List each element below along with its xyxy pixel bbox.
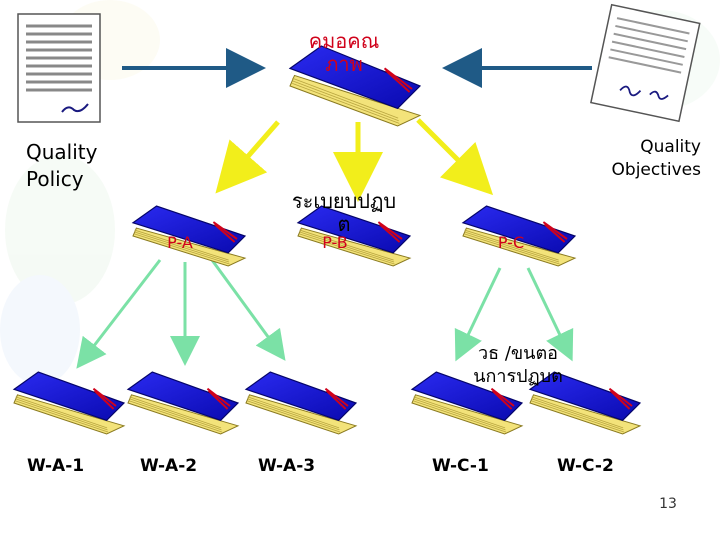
work-instruction-label-wc1: W-C-1 [432,456,489,476]
page-number: 13 [659,496,677,512]
work-instruction-label-wc2: W-C-2 [557,456,614,476]
procedure-book-icon-pb [296,205,412,267]
work-instruction-book-icon-wa1 [12,371,126,435]
work-instruction-book-icon-wc2 [528,371,642,435]
quality-policy-line-2: Policy [26,167,84,191]
work-instruction-caption-line-2: นการปฏบต [473,365,563,387]
quality-objectives-label: Quality Objectives [612,136,701,182]
procedure-book-icon-pc [461,205,577,267]
work-instruction-book-icon-wa3 [244,371,358,435]
work-instruction-book-icon-wa2 [126,371,240,435]
books-layer [12,45,642,435]
quality-policy-label: Quality Policy [26,139,97,193]
work-instruction-label-wa1: W-A-1 [27,456,85,476]
manual-book-icon [288,45,422,127]
procedure-label-pb: P-B [322,233,348,252]
procedure-caption: ระเบยบปฏบ ต [278,190,410,236]
quality-policy-line-1: Quality [26,140,98,164]
arrow-manual-to-pa [215,120,280,194]
work-instruction-label-wa3: W-A-3 [258,456,316,476]
procedure-label-pc: P-C [497,233,525,252]
arrow-manual-to-pc [416,118,494,196]
arrow-pa-to-wa1 [76,259,162,369]
work-instruction-caption-line-1: วธ /ขนตอ [478,343,558,364]
procedure-book-icon-pa [131,205,247,267]
quality-objectives-line-1: Quality [640,137,701,157]
manual-title-line-2: ภาพ [325,52,363,76]
policy-document-icon [17,13,101,123]
procedure-caption-line-1: ระเบยบปฏบ [291,189,397,213]
work-instruction-label-wa2: W-A-2 [140,456,198,476]
quality-objectives-line-2: Objectives [611,159,701,180]
manual-title: คมอคณ ภาพ [278,30,410,76]
arrow-pc-to-wc2 [526,267,574,362]
arrow-pa-to-wa3 [210,259,286,361]
work-instruction-book-icon-wc1 [410,371,524,435]
manual-title-line-1: คมอคณ [308,29,380,53]
objectives-document-icon [590,3,701,123]
work-instruction-caption: วธ /ขนตอ นการปฏบต [448,343,588,388]
procedure-label-pa: P-A [167,233,193,252]
arrow-pc-to-wc1 [454,267,502,362]
procedure-caption-line-2: ต [337,212,351,236]
